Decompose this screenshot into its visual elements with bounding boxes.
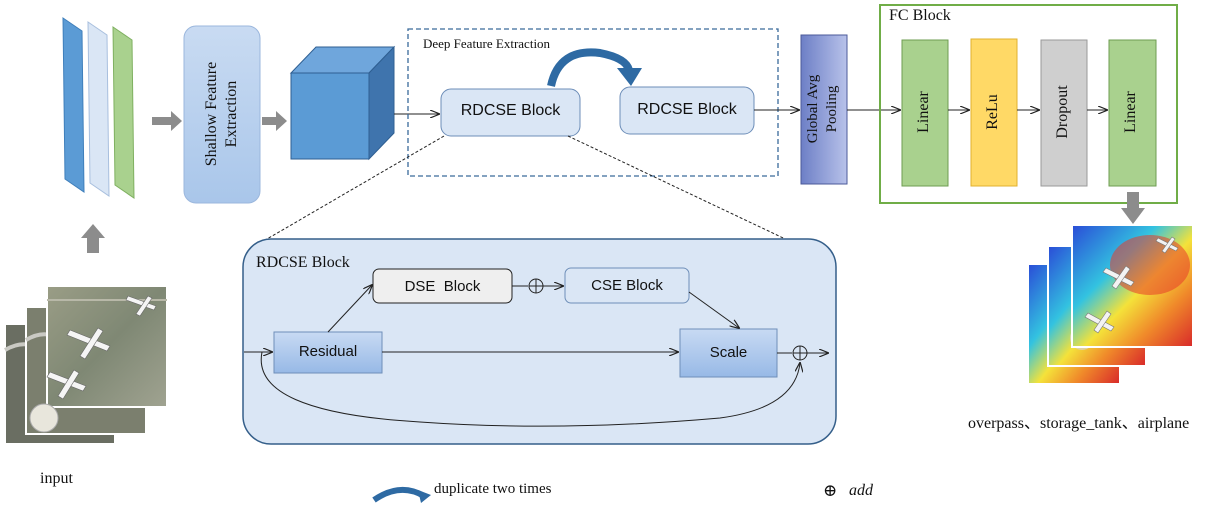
down-arrow-icon [1121,192,1145,224]
input-image-stack [4,285,168,445]
cse-block-label: CSE Block [591,277,663,294]
fc-dropout-label: Dropout [1054,85,1071,139]
legend-add-label: add [849,482,873,499]
rdcse-block-1 [440,88,581,137]
legend-add-symbol: ⊕ [823,481,838,500]
fc-block-title: FC Block [889,7,951,24]
rdcse-detail-title: RDCSE Block [256,254,350,271]
fc-linear-2-label: Linear [1122,91,1139,133]
shallow-extraction-box [183,25,261,204]
duplicate-arc-icon [547,48,633,87]
dse-block-label: DSE Block [404,278,481,295]
input-label: input [40,470,73,487]
input-feature-stack [62,17,135,199]
residual-box [273,331,383,374]
output-classes-label: overpass、storage_tank、airplane [968,415,1190,432]
fc-linear-2 [1108,39,1157,187]
residual-label: Residual [298,343,358,360]
cse-block-box [564,267,690,304]
heatmap-output-stack [1027,224,1194,385]
legend-duplicate-icon [372,487,426,503]
arrow-to-cube-icon [262,111,287,131]
fc-linear-1-label: Linear [915,91,932,133]
up-arrow-icon [81,224,105,253]
scale-label: Scale [709,344,748,361]
fc-relu-label: ReLu [984,94,1001,130]
fc-relu [970,38,1018,187]
feature-cube [289,45,396,161]
deep-extraction-frame [407,28,779,177]
fc-linear-1 [901,39,949,187]
arrow-to-shallow-icon [152,111,182,131]
fc-dropout [1040,39,1088,187]
rdcse-block-2-label: RDCSE Block [637,101,737,118]
rdcse-block-1-label: RDCSE Block [460,102,561,119]
fc-block-frame [879,4,1178,204]
legend-duplicate-label: duplicate two times [434,481,552,497]
deep-extraction-title: Deep Feature Extraction [423,36,551,51]
